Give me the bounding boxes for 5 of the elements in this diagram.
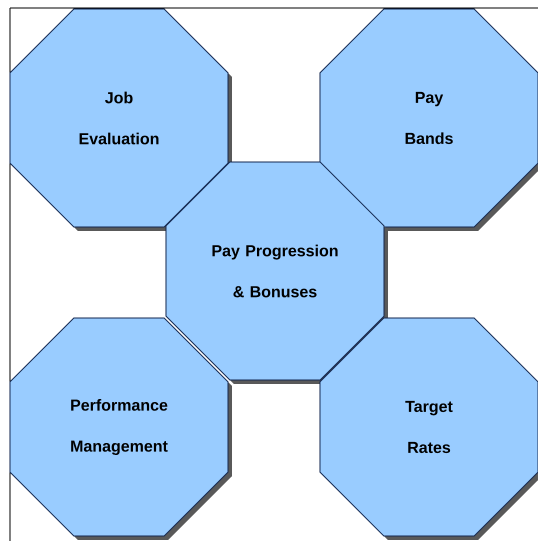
octagon: Job Evaluation	[9, 8, 232, 232]
octagon: Pay Progression & Bonuses	[165, 162, 388, 384]
octagon: Target Rates	[319, 318, 538, 540]
octagon: Pay Bands	[319, 8, 538, 232]
octagon: Performance Management	[9, 318, 232, 540]
